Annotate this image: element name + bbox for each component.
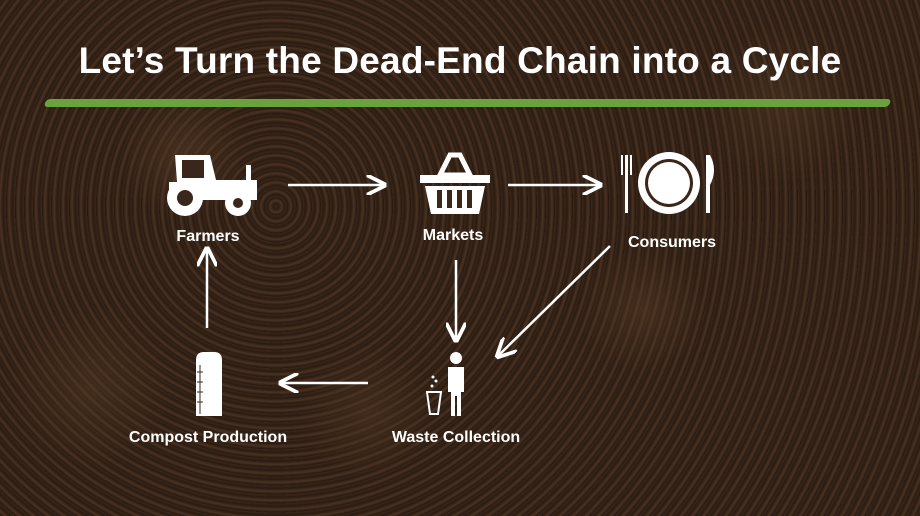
node-farmers: Farmers: [176, 228, 240, 245]
arrow-consumers-waste: [498, 245, 611, 356]
tractor-icon: [167, 155, 257, 216]
node-waste-collection: Waste Collection: [391, 429, 521, 446]
page-title: Let’s Turn the Dead-End Chain into a Cyc…: [78, 40, 842, 81]
basket-icon: [420, 152, 490, 214]
node-compost-production: Compost Production: [128, 429, 288, 446]
plate-icon: [621, 152, 714, 214]
node-markets: Markets: [422, 227, 484, 244]
person-trash-icon: [425, 352, 464, 416]
compost-silo-icon: [196, 352, 222, 416]
node-consumers: Consumers: [627, 234, 717, 251]
